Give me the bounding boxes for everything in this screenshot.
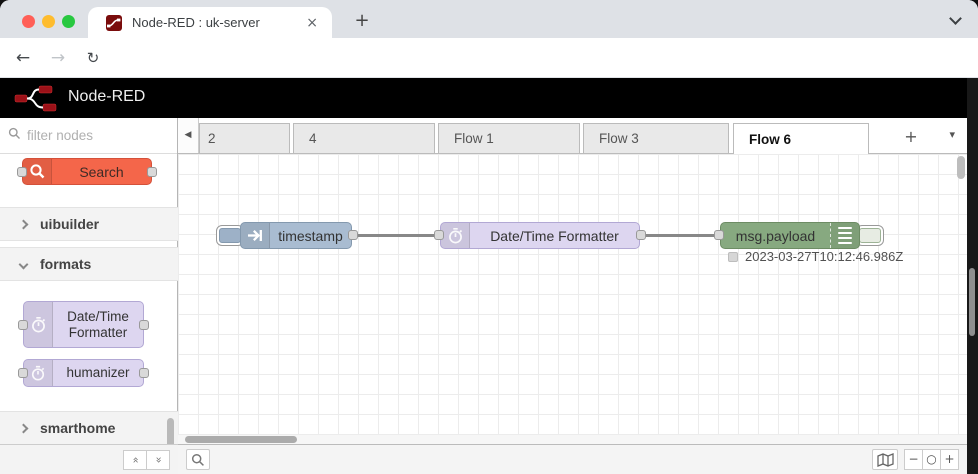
debug-list-icon [830,223,859,248]
node-output-port[interactable] [348,230,358,240]
palette-category-formats[interactable]: formats [0,247,178,281]
node-input-port[interactable] [18,319,28,330]
node-red-logo-icon [14,85,60,117]
flow-list-caret-icon[interactable]: ▾ [949,128,955,141]
node-input-port[interactable] [434,230,444,240]
workspace: ◀ 2 4 Flow 1 Flow 3 Flow 6 + ▾ [178,118,967,474]
node-label: msg.payload [735,227,816,244]
chevron-right-icon [18,423,29,433]
zoom-out-button[interactable]: − [904,449,923,470]
collapse-all-categories-button[interactable]: « [123,449,147,470]
node-label: Date/Time Formatter [67,308,129,340]
expand-all-categories-button[interactable]: » [146,449,170,470]
close-tab-icon[interactable]: × [306,14,318,31]
flow-tab-flow3[interactable]: Flow 3 [583,123,729,154]
tab-search-chevron-icon[interactable] [949,12,962,25]
timer-icon [441,223,470,248]
chevron-down-icon [18,259,29,269]
zoom-reset-button[interactable]: ○ [922,449,941,470]
node-label: Date/Time Formatter [490,227,619,244]
node-red-favicon [106,14,122,31]
category-label: smarthome [40,420,116,436]
node-palette: Search uibuilder formats Date/Time Forma… [0,118,178,474]
filter-nodes-input[interactable] [27,128,157,143]
search-node-icon [23,159,52,184]
close-window-button[interactable] [22,15,35,28]
navigator-map-button[interactable] [872,449,898,470]
page-scrollbar-track [967,78,978,474]
wire[interactable] [352,234,441,237]
chevron-right-icon [18,219,29,229]
palette-node-humanizer[interactable]: humanizer [18,359,149,387]
inject-arrow-icon [241,223,270,248]
palette-node-search[interactable]: Search [17,158,157,185]
zoom-in-button[interactable]: + [940,449,959,470]
palette-category-smarthome[interactable]: smarthome [0,411,178,445]
inject-trigger-button[interactable] [216,225,244,246]
flow-tab-flow1[interactable]: Flow 1 [438,123,580,154]
palette-footer: « » [0,444,178,474]
search-icon [8,127,21,145]
debug-toggle-button[interactable] [856,225,884,246]
add-flow-button[interactable]: + [904,127,918,146]
palette-node-datetime-formatter[interactable]: Date/Time Formatter [18,301,149,348]
zoom-controls: − ○ + [904,449,959,470]
category-label: formats [40,256,92,272]
debug-node-msg-payload[interactable]: msg.payload [714,222,884,249]
tab-scroll-left-button[interactable]: ◀ [178,118,199,153]
inject-node-timestamp[interactable]: timestamp [216,222,358,249]
node-output-port[interactable] [139,319,149,330]
node-red-header: Node-RED Deploy ▾ [0,78,978,191]
palette-category-uibuilder[interactable]: uibuilder [0,207,178,241]
node-label: Search [79,163,124,180]
node-status-text: 2023-03-27T10:12:46.986Z [745,249,904,264]
fullscreen-window-button[interactable] [62,15,75,28]
browser-tabstrip: Node-RED : uk-server × + [0,0,978,38]
node-status-indicator [728,252,738,262]
canvas-vertical-scrollbar[interactable] [957,156,965,179]
node-output-port[interactable] [147,166,157,177]
flow-tab-bar: ◀ 2 4 Flow 1 Flow 3 Flow 6 + ▾ [178,118,967,155]
node-label: humanizer [66,365,130,380]
canvas-horizontal-scroll-track [178,435,967,444]
new-tab-button[interactable]: + [354,10,370,31]
node-input-port[interactable] [714,230,724,240]
browser-tab[interactable]: Node-RED : uk-server × [88,7,332,38]
browser-toolbar: ← → ↻ ⚠ Not Secure uk-server:2718 /#flow… [0,38,978,111]
node-input-port[interactable] [17,166,27,177]
datetime-formatter-node[interactable]: Date/Time Formatter [434,222,646,249]
wire[interactable] [639,234,721,237]
node-input-port[interactable] [18,368,28,378]
minimize-window-button[interactable] [42,15,55,28]
timer-icon [24,360,53,386]
app-title: Node-RED [68,88,146,105]
timer-icon [24,302,53,347]
canvas-horizontal-scrollbar[interactable] [185,436,297,443]
flow-tab-flow6-active[interactable]: Flow 6 [733,123,869,155]
workspace-footer: − ○ + [178,444,967,474]
node-label: timestamp [278,227,343,244]
page-scrollbar-thumb[interactable] [969,268,975,336]
category-label: uibuilder [40,216,100,232]
flow-canvas[interactable]: timestamp Date/Time Formatter msg.payloa… [178,154,967,444]
search-flows-button[interactable] [186,449,210,470]
flow-tab-4[interactable]: 4 [293,123,435,154]
tab-title: Node-RED : uk-server [132,15,260,30]
node-output-port[interactable] [139,368,149,378]
palette-filter-row [0,118,177,154]
palette-scrollbar[interactable] [167,418,174,450]
node-output-port[interactable] [636,230,646,240]
back-button[interactable]: ← [15,48,31,68]
flow-tab-2[interactable]: 2 [199,123,290,154]
reload-button[interactable]: ↻ [86,49,100,67]
forward-button[interactable]: → [50,48,66,68]
